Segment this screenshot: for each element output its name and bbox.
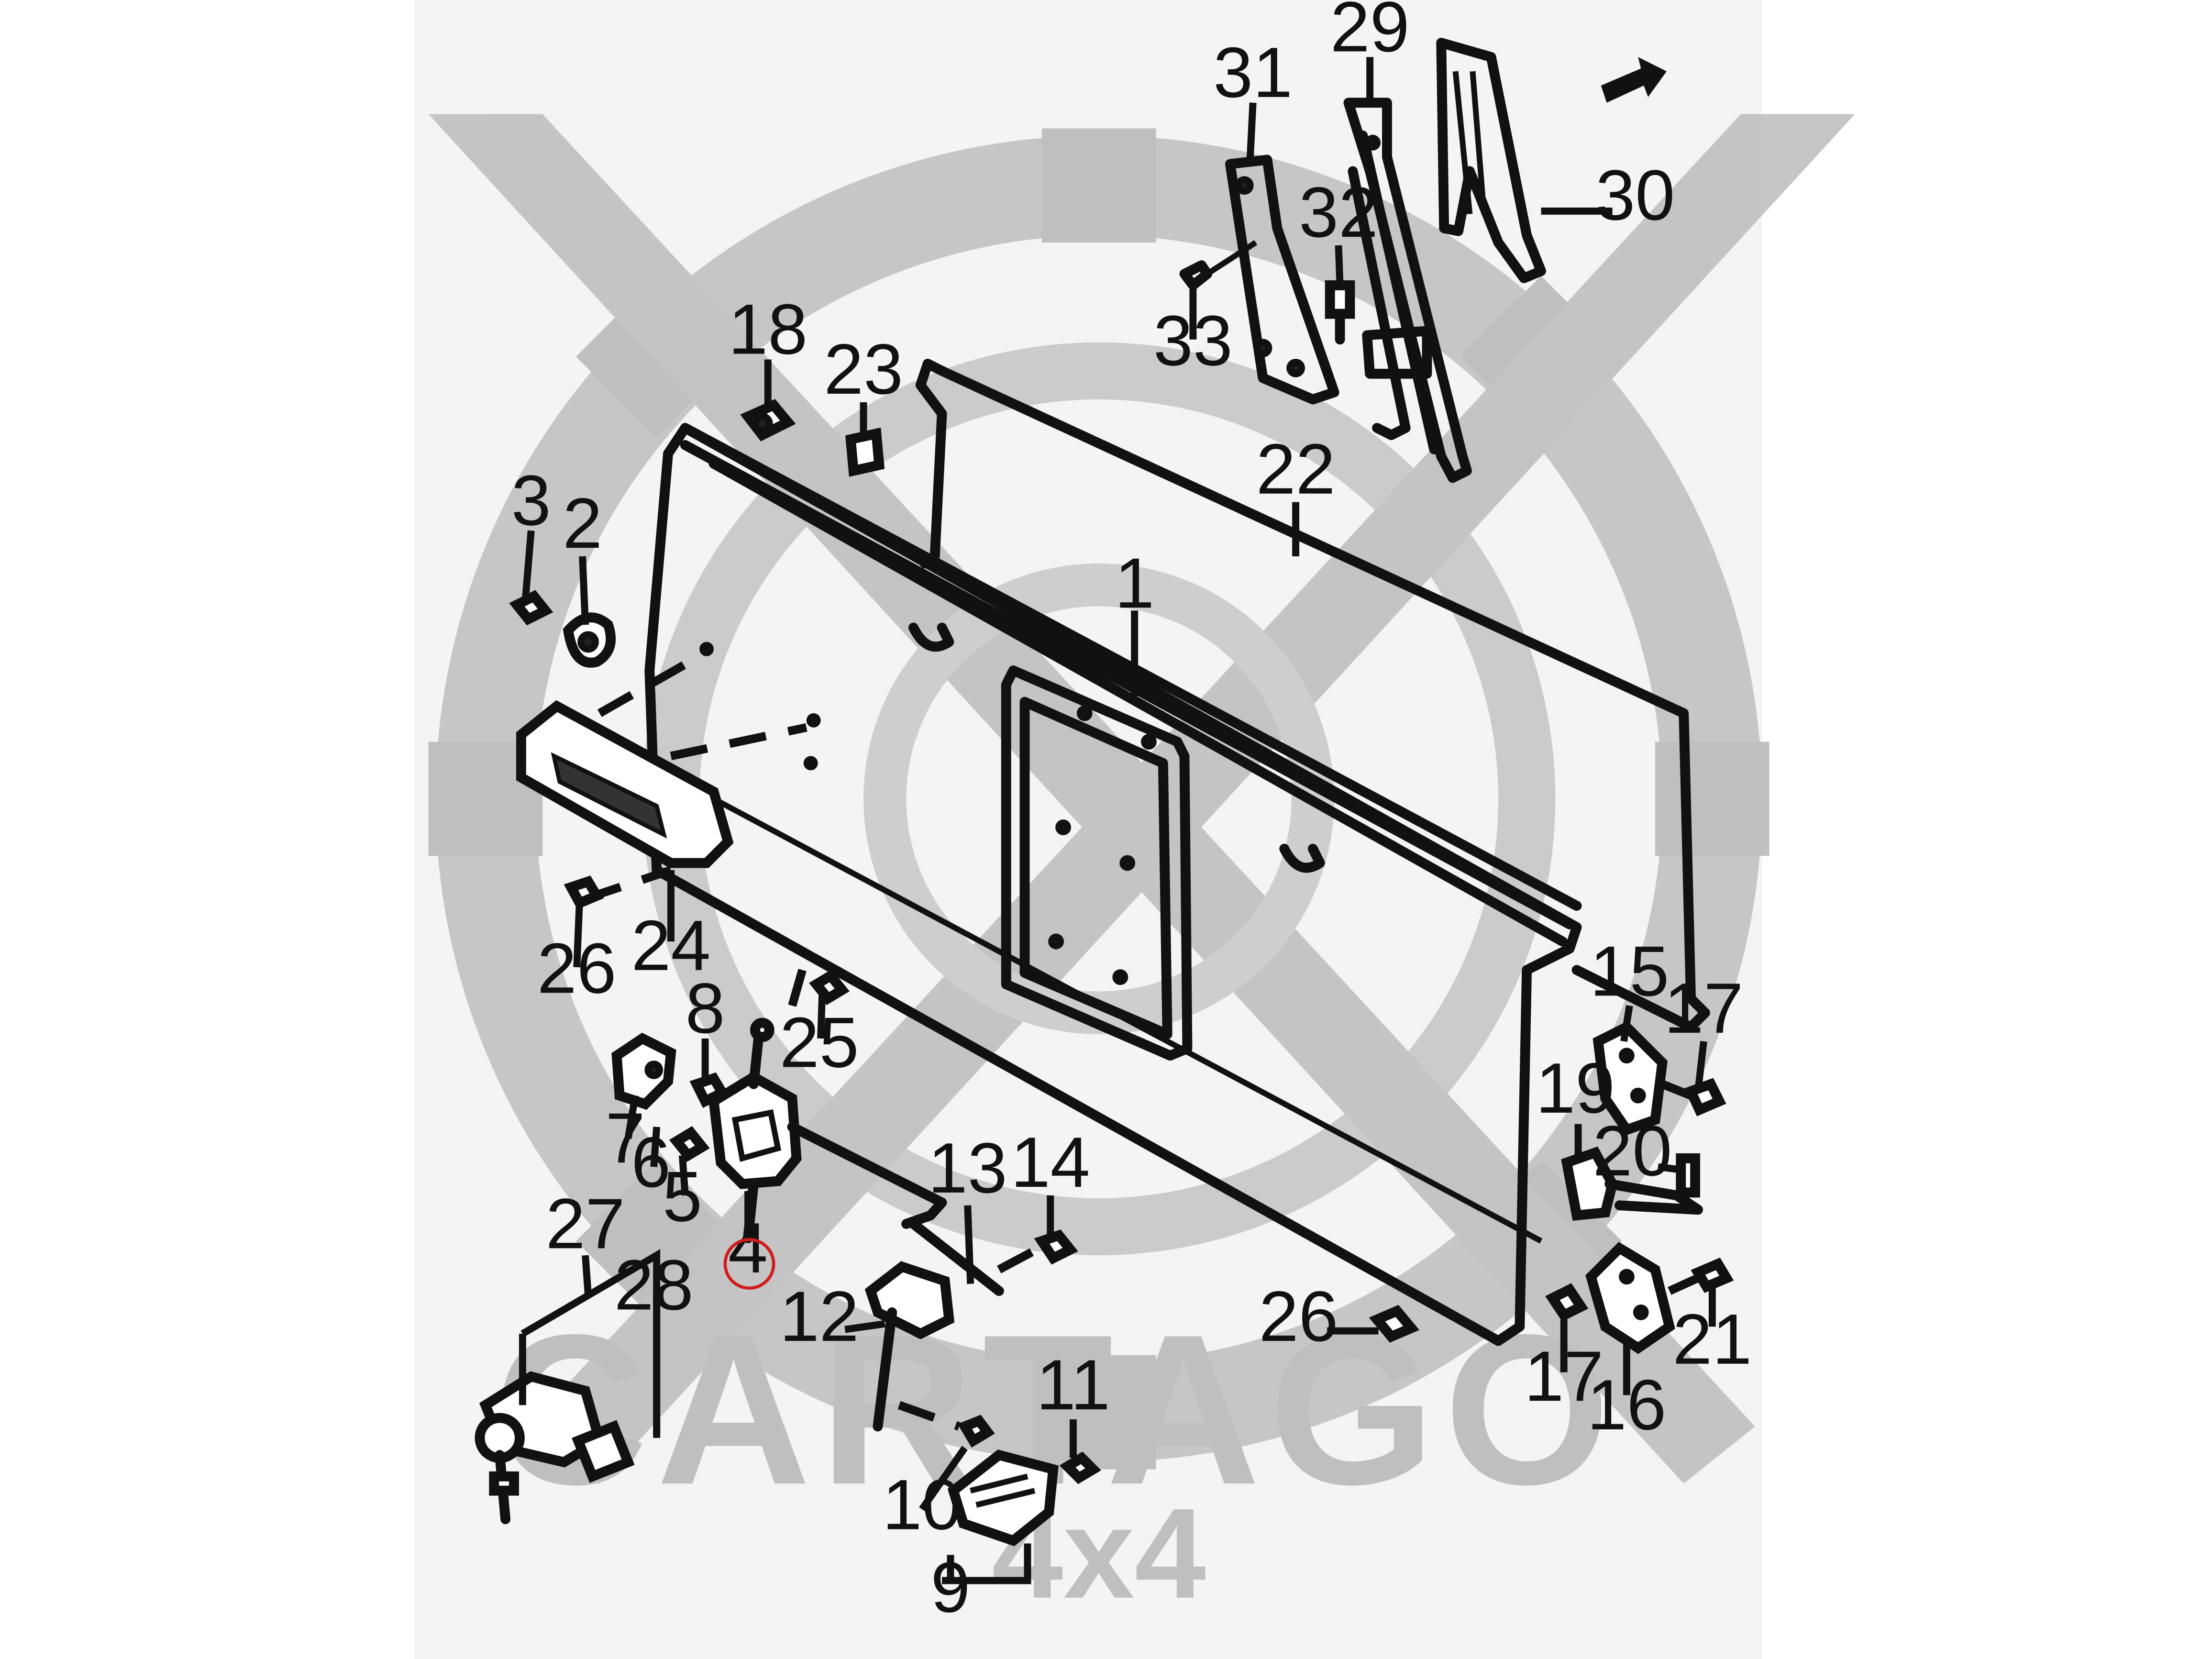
callout-28: 28 bbox=[614, 1245, 694, 1325]
callout-3: 3 bbox=[511, 460, 551, 540]
callout-27: 27 bbox=[546, 1183, 625, 1263]
callout-21: 21 bbox=[1672, 1299, 1752, 1379]
callout-16: 16 bbox=[1587, 1365, 1666, 1445]
callout-8: 8 bbox=[686, 968, 725, 1048]
highlight-circle bbox=[723, 1238, 775, 1290]
callout-labels: 1 2 3 4 5 6 7 8 9 10 11 12 13 14 15 16 1… bbox=[511, 0, 1752, 1627]
callout-20: 20 bbox=[1593, 1111, 1672, 1191]
callout-22: 22 bbox=[1256, 429, 1336, 509]
leader-lines bbox=[519, 57, 1716, 1584]
key-cylinder bbox=[475, 1371, 635, 1525]
callout-12: 12 bbox=[780, 1276, 859, 1356]
callout-11: 11 bbox=[1036, 1345, 1110, 1425]
callout-17-top: 17 bbox=[1664, 968, 1744, 1048]
callout-31: 31 bbox=[1213, 33, 1293, 112]
callout-32: 32 bbox=[1299, 172, 1378, 252]
callout-4: 4 bbox=[728, 1208, 768, 1288]
callout-23: 23 bbox=[824, 329, 903, 409]
left-parts bbox=[509, 399, 885, 1007]
callout-17-bottom: 17 bbox=[1524, 1336, 1604, 1416]
callout-26-left: 26 bbox=[537, 928, 617, 1008]
callout-5: 5 bbox=[663, 1157, 702, 1237]
callout-6: 6 bbox=[631, 1122, 671, 1202]
lock-mechanism bbox=[611, 1018, 1101, 1547]
callout-9: 9 bbox=[931, 1548, 971, 1627]
right-parts bbox=[1369, 1021, 1734, 1354]
hinge-assembly bbox=[1179, 38, 1667, 483]
callout-13: 13 bbox=[928, 1128, 1007, 1208]
callout-10: 10 bbox=[882, 1465, 962, 1545]
callout-1: 1 bbox=[1115, 543, 1154, 623]
callout-26-right: 26 bbox=[1259, 1276, 1338, 1356]
callout-33: 33 bbox=[1153, 300, 1233, 380]
tailgate-panel bbox=[644, 358, 1710, 1346]
front-direction-arrow-icon bbox=[1601, 57, 1667, 103]
callout-14: 14 bbox=[1011, 1122, 1090, 1202]
callout-25: 25 bbox=[780, 1002, 859, 1082]
callout-18: 18 bbox=[728, 289, 807, 369]
callout-7: 7 bbox=[606, 1098, 645, 1178]
callout-29: 29 bbox=[1330, 0, 1410, 66]
callout-19: 19 bbox=[1536, 1048, 1615, 1128]
callout-15: 15 bbox=[1590, 931, 1669, 1011]
callout-30: 30 bbox=[1595, 155, 1675, 235]
callout-2: 2 bbox=[563, 483, 602, 563]
callout-24: 24 bbox=[631, 906, 711, 985]
